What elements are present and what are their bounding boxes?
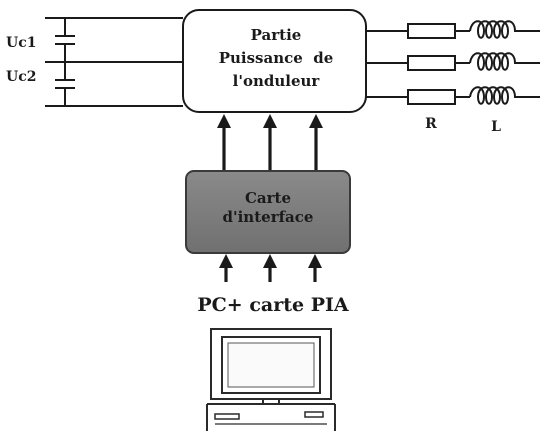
pc-label: PC+ carte PIA	[197, 294, 348, 316]
pc-signal-arrows	[219, 254, 322, 282]
dc-bus-wiring	[45, 17, 183, 107]
interface-card-block	[185, 170, 351, 254]
power-block-title-line1: Partie	[251, 26, 302, 44]
resistor-phase-b	[407, 55, 456, 71]
power-block-title-line2: Puissance de	[219, 49, 334, 67]
capacitor-uc2	[55, 79, 75, 89]
resistor-phase-a	[407, 23, 456, 39]
power-stage-block	[182, 9, 367, 113]
inductors	[469, 20, 523, 105]
interface-card-title-line1: Carte	[245, 189, 291, 207]
inductor-label: L	[491, 119, 501, 135]
inductor-phase-c	[469, 86, 523, 105]
power-block-title-line3: l'onduleur	[233, 72, 321, 90]
capacitor-label-uc2: Uc2	[6, 69, 36, 85]
resistors	[407, 23, 456, 105]
resistor-phase-c	[407, 89, 456, 105]
phase-output-wires	[366, 30, 540, 98]
inductor-phase-a	[469, 20, 523, 39]
desktop-computer-icon	[206, 328, 336, 431]
inductor-phase-b	[469, 52, 523, 71]
capacitor-label-uc1: Uc1	[6, 35, 36, 51]
capacitor-uc1	[55, 35, 75, 45]
resistor-label: R	[425, 116, 437, 132]
control-signal-arrows	[217, 114, 323, 170]
interface-card-title-line2: d'interface	[223, 208, 314, 226]
